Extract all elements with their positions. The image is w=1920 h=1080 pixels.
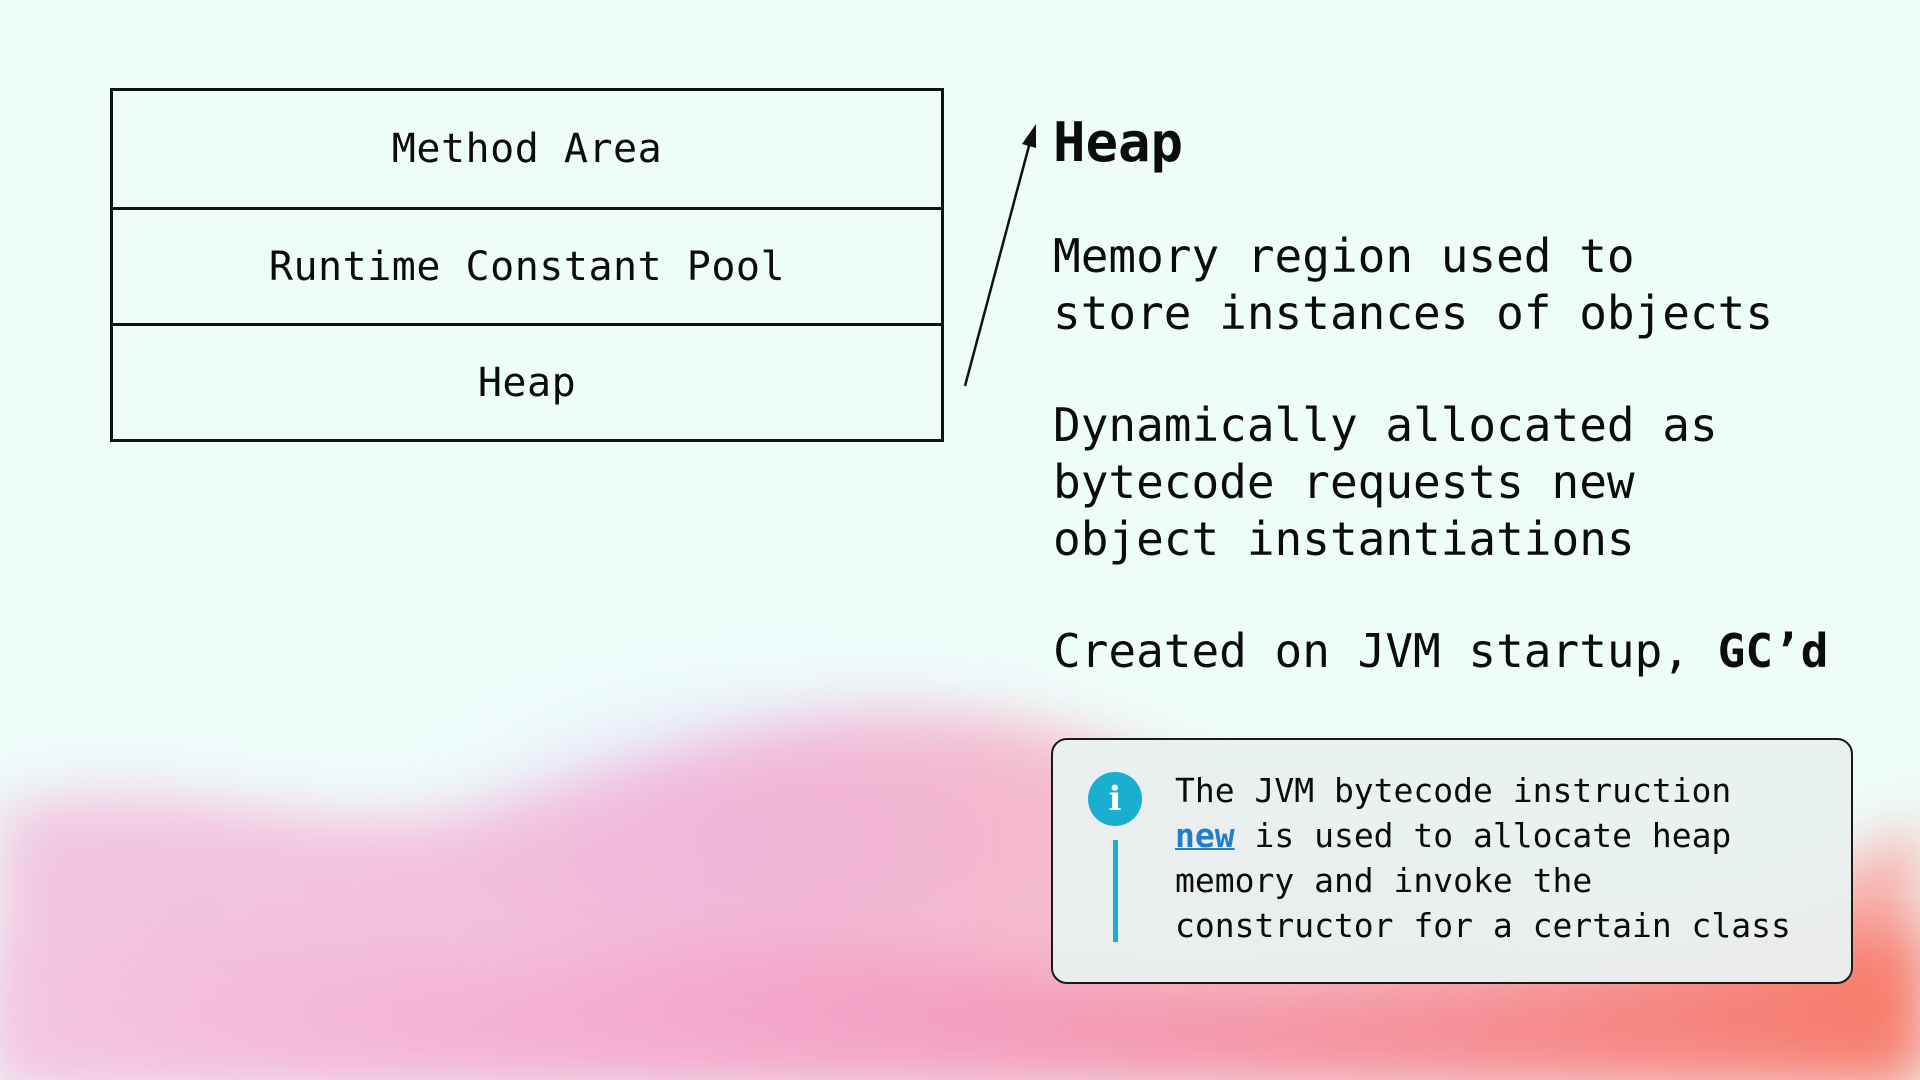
callout-line-1: The JVM bytecode instruction [1175,771,1732,810]
callout-line-2-rest: is used to allocate heap [1234,816,1732,855]
callout-accent-line [1113,840,1118,942]
pointer-arrow [963,124,1036,387]
section-heading: Heap [1053,111,1184,174]
memory-stack: Method Area Runtime Constant Pool Heap [110,88,944,442]
callout-line-2: new is used to allocate heap [1175,813,1791,858]
callout-line-3: memory and invoke the [1175,861,1593,900]
method-area-row: Method Area [391,126,663,172]
info-callout: i The JVM bytecode instruction new is us… [1051,738,1853,984]
description-paragraph-3: Created on JVM startup, GC’d [1053,623,1883,680]
new-instruction-link[interactable]: new [1175,816,1235,855]
description-paragraph-2: Dynamically allocated as bytecode reques… [1053,398,1718,566]
heap-row: Heap [113,323,941,439]
description-paragraph-1: Memory region used to store instances of… [1053,229,1774,340]
runtime-constant-pool-row: Runtime Constant Pool [113,207,941,323]
callout-line-4: constructor for a certain class [1175,906,1791,945]
info-icon: i [1088,772,1142,826]
callout-text: The JVM bytecode instruction new is used… [1175,768,1791,948]
gc-text: GC’d [1717,624,1829,678]
memory-diagram: Method Area Runtime Constant Pool Heap [110,88,944,442]
startup-text: Created on JVM startup, [1053,624,1718,678]
heap-description: Heap Memory region used to store instanc… [1053,108,1883,735]
